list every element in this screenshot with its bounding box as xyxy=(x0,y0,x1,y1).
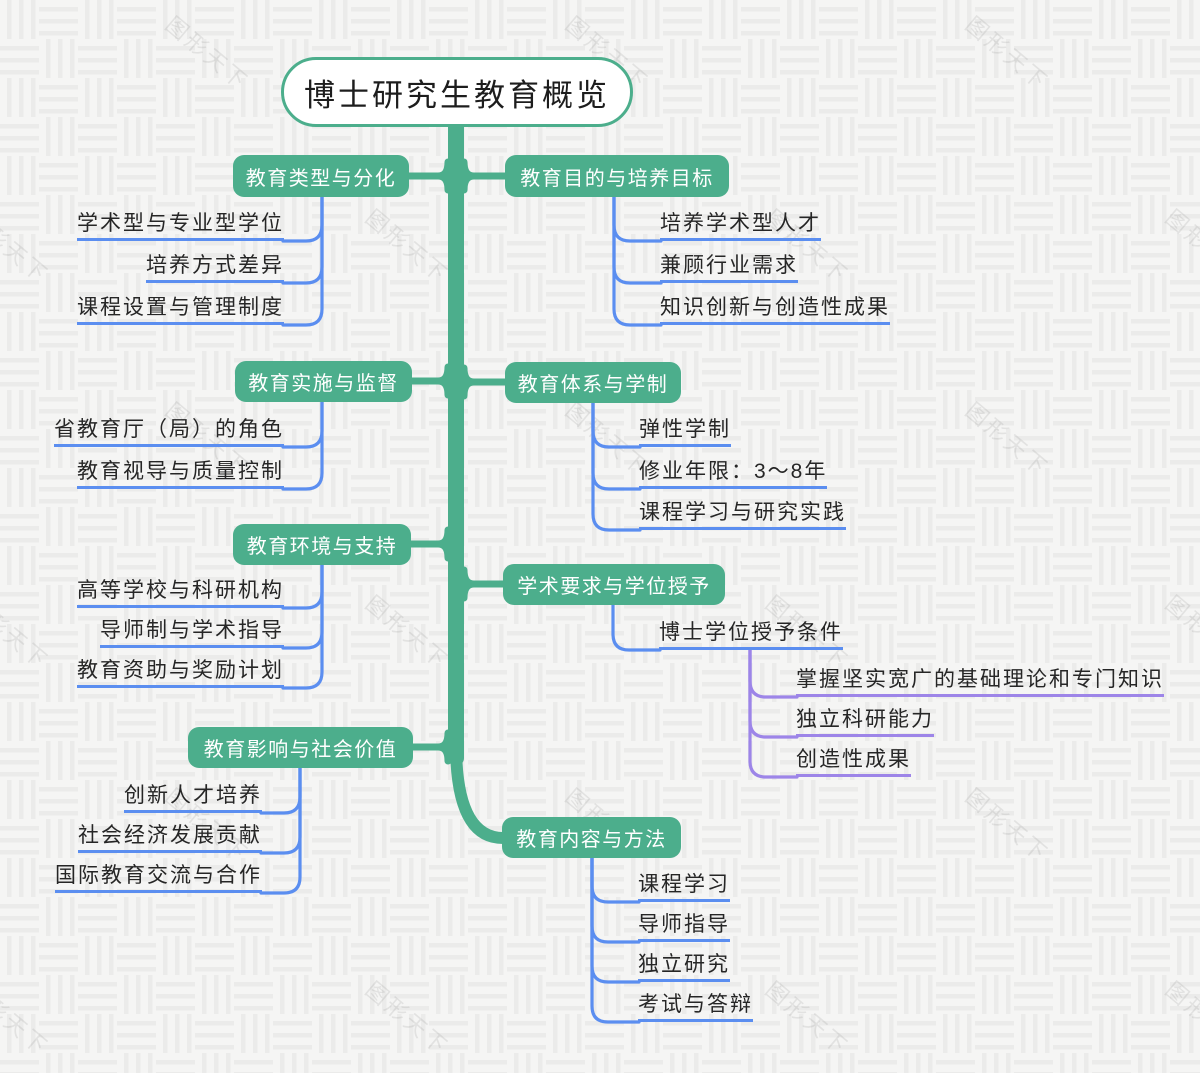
subtopic[interactable]: 培养方式差异 xyxy=(146,252,284,283)
branch-topic-content[interactable]: 教育内容与方法 xyxy=(502,817,681,858)
subtopic[interactable]: 兼顾行业需求 xyxy=(660,252,798,283)
subtopic[interactable]: 课程学习 xyxy=(638,871,730,902)
subtopic[interactable]: 导师指导 xyxy=(638,911,730,942)
branch-topic-degree[interactable]: 学术要求与学位授予 xyxy=(503,564,725,605)
subtopic[interactable]: 培养学术型人才 xyxy=(660,210,821,241)
subtopic[interactable]: 博士学位授予条件 xyxy=(659,619,843,650)
subtopic[interactable]: 知识创新与创造性成果 xyxy=(660,294,890,325)
subtopic[interactable]: 考试与答辩 xyxy=(638,991,753,1022)
subtopic[interactable]: 学术型与专业型学位 xyxy=(77,210,284,241)
subtopic[interactable]: 创造性成果 xyxy=(796,746,911,777)
trunk-curve-to-branch xyxy=(450,738,509,844)
subtopic[interactable]: 弹性学制 xyxy=(639,416,731,447)
subtopic[interactable]: 课程设置与管理制度 xyxy=(77,294,284,325)
subtopic[interactable]: 独立科研能力 xyxy=(796,706,934,737)
subtopic[interactable]: 高等学校与科研机构 xyxy=(77,577,284,608)
subtopic[interactable]: 社会经济发展贡献 xyxy=(78,822,262,853)
subtopic[interactable]: 课程学习与研究实践 xyxy=(639,499,846,530)
subtopic[interactable]: 独立研究 xyxy=(638,951,730,982)
branch-topic-types[interactable]: 教育类型与分化 xyxy=(233,155,409,197)
subtopic[interactable]: 省教育厅（局）的角色 xyxy=(54,416,284,447)
branch-topic-goals[interactable]: 教育目的与培养目标 xyxy=(505,155,729,197)
subtopic[interactable]: 掌握坚实宽广的基础理论和专门知识 xyxy=(796,666,1164,697)
subtopic[interactable]: 国际教育交流与合作 xyxy=(55,862,262,893)
root-topic[interactable]: 博士研究生教育概览 xyxy=(281,57,633,127)
subtopic[interactable]: 修业年限：3～8年 xyxy=(639,458,828,489)
branch-topic-supervision[interactable]: 教育实施与监督 xyxy=(235,361,412,402)
subtopic[interactable]: 创新人才培养 xyxy=(124,782,262,813)
subtopic[interactable]: 导师制与学术指导 xyxy=(100,617,284,648)
subtopic[interactable]: 教育视导与质量控制 xyxy=(77,458,284,489)
branch-topic-system[interactable]: 教育体系与学制 xyxy=(505,362,681,403)
branch-topic-impact[interactable]: 教育影响与社会价值 xyxy=(188,727,413,768)
branch-topic-environment[interactable]: 教育环境与支持 xyxy=(233,524,411,565)
subtopic[interactable]: 教育资助与奖励计划 xyxy=(77,657,284,688)
